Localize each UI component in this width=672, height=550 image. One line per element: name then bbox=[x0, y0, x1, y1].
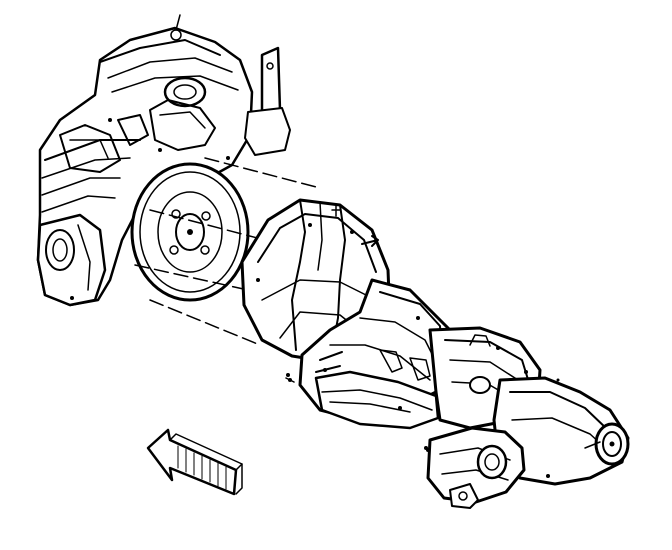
front-direction-arrow-icon bbox=[146, 428, 243, 496]
loose-fasteners bbox=[285, 377, 560, 450]
flexplate bbox=[130, 162, 250, 302]
front-output-mount bbox=[426, 426, 526, 509]
engine-block bbox=[36, 14, 291, 307]
transmission-case bbox=[298, 278, 454, 430]
alignment-lines bbox=[134, 157, 321, 346]
